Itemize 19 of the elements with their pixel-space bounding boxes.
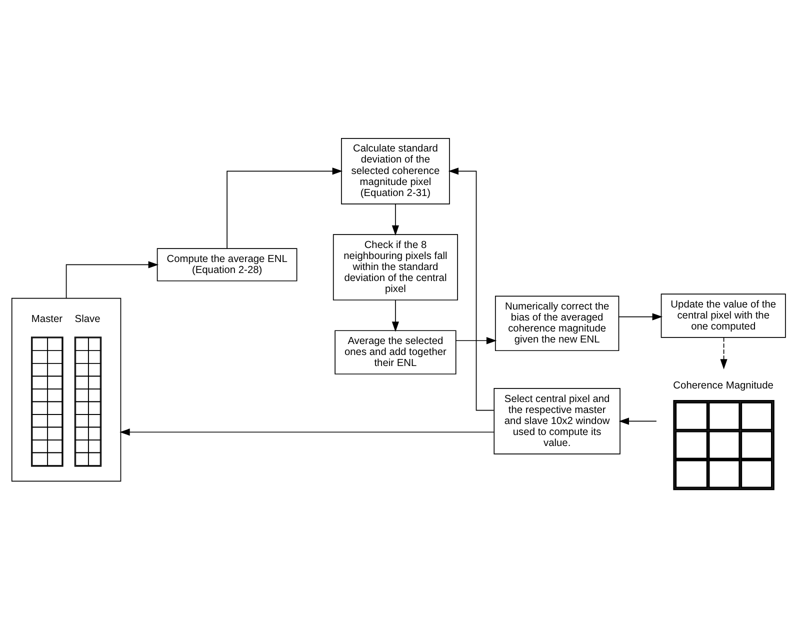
arrow [392, 203, 400, 236]
arrow [618, 312, 663, 320]
node-box: Update the value of the central pixel with the one computed [660, 293, 786, 338]
arrow [392, 299, 400, 332]
node-box: Numerically correct the bias of the averaged coherence magnitude given the new ENL [495, 295, 620, 351]
arrow [226, 167, 343, 248]
node-box: Master Slave [11, 297, 122, 482]
node-box: Check if the 8 neighbouring pixels fall within the standard deviation of the central pixel [332, 234, 458, 300]
node-box: Compute the average ENL (Equation 2-28) [156, 248, 298, 281]
node-box: Calculate standard deviation of the selected coherence magnitude pixel (Equation 2-31) [341, 137, 450, 204]
arrow [618, 417, 657, 424]
arrow [66, 260, 159, 298]
node-box: Select central pixel and the respective master and slave 10x2 window used to compute its value. [494, 388, 620, 454]
arrow [448, 167, 494, 410]
node-label: Coherence Magnitude [673, 380, 774, 392]
arrow [720, 336, 728, 369]
node-box: Average the selected ones and add together their ENL [334, 330, 456, 374]
arrow [120, 428, 494, 436]
arrow [455, 336, 497, 344]
